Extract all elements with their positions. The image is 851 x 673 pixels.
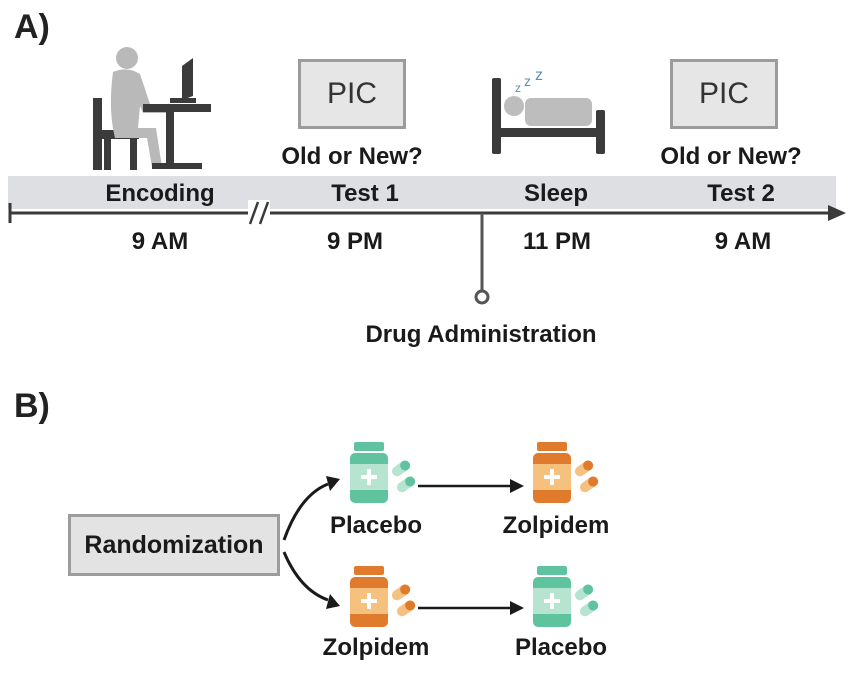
zolpidem-bottle-icon (350, 566, 416, 627)
crossover-arrow-bottom (418, 601, 524, 615)
svg-text:z: z (524, 73, 531, 89)
bed-sleeping-icon: z z z (492, 67, 605, 154)
time-test2: 9 AM (714, 228, 772, 255)
timeline-break-mark (248, 200, 270, 226)
crossover-arrow-top (418, 479, 524, 493)
branch-arrow-bottom (282, 551, 340, 609)
arm-bottom-first-label: Zolpidem (322, 634, 430, 661)
zolpidem-bottle-icon (533, 442, 599, 503)
person-at-computer-icon (93, 47, 211, 170)
arm-top-second-label: Zolpidem (502, 512, 610, 539)
placebo-bottle-icon (533, 566, 599, 627)
panel-a-label: A) (14, 8, 50, 46)
svg-text:z: z (535, 67, 543, 84)
question-test1: Old or New? (281, 143, 423, 170)
randomization-box: Randomization (68, 514, 280, 576)
timeline-axis (8, 203, 846, 223)
timeline-band (8, 176, 836, 209)
arm-top-first-label: Placebo (329, 512, 423, 539)
event-test2: Test 2 (707, 180, 775, 207)
time-encoding: 9 AM (131, 228, 189, 255)
event-encoding: Encoding (105, 180, 215, 207)
pic-box-test2: PIC (670, 59, 778, 129)
question-test2: Old or New? (660, 143, 802, 170)
time-sleep: 11 PM (522, 228, 592, 255)
panel-b-label: B) (14, 387, 50, 425)
event-test1: Test 1 (331, 180, 399, 207)
event-sleep: Sleep (523, 180, 589, 207)
drug-administration-label: Drug Administration (365, 321, 597, 348)
svg-text:z: z (515, 81, 521, 95)
time-test1: 9 PM (326, 228, 384, 255)
pic-box-test1: PIC (298, 59, 406, 129)
placebo-bottle-icon (350, 442, 416, 503)
arm-bottom-second-label: Placebo (514, 634, 608, 661)
drug-administration-marker (474, 213, 490, 305)
branch-arrow-top (282, 476, 340, 541)
